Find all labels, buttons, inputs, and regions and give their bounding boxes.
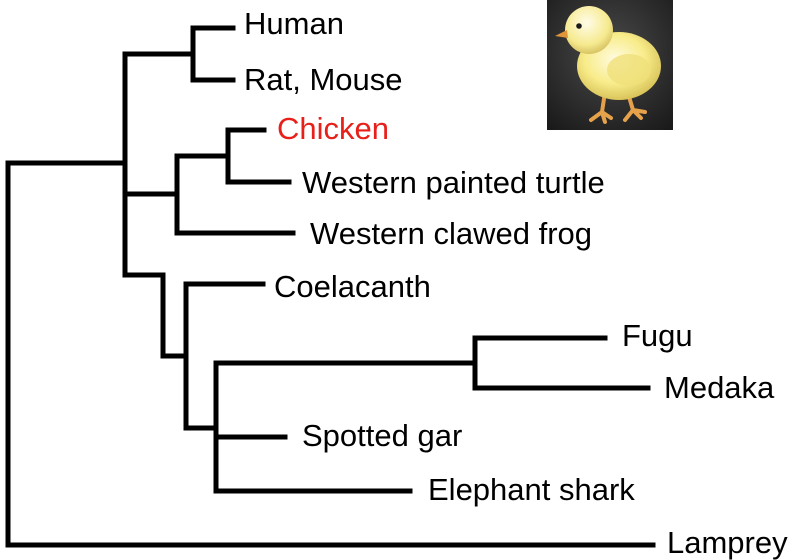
label-elephant-shark: Elephant shark: [428, 472, 635, 507]
chick-wing: [607, 54, 651, 86]
label-western-painted-turtle: Western painted turtle: [302, 165, 605, 200]
taxon-labels: Human Rat, Mouse Chicken Western painted…: [244, 6, 788, 560]
label-lamprey: Lamprey: [667, 525, 788, 560]
label-chicken: Chicken: [277, 111, 389, 146]
chick-head: [565, 6, 613, 54]
label-coelacanth: Coelacanth: [274, 269, 431, 304]
label-human: Human: [244, 6, 344, 41]
label-spotted-gar: Spotted gar: [302, 418, 462, 453]
label-fugu: Fugu: [622, 318, 693, 353]
chick-photo: [547, 0, 673, 130]
label-rat-mouse: Rat, Mouse: [244, 62, 403, 97]
label-western-clawed-frog: Western clawed frog: [310, 216, 592, 251]
chick-eye: [576, 23, 582, 29]
label-medaka: Medaka: [664, 370, 775, 405]
